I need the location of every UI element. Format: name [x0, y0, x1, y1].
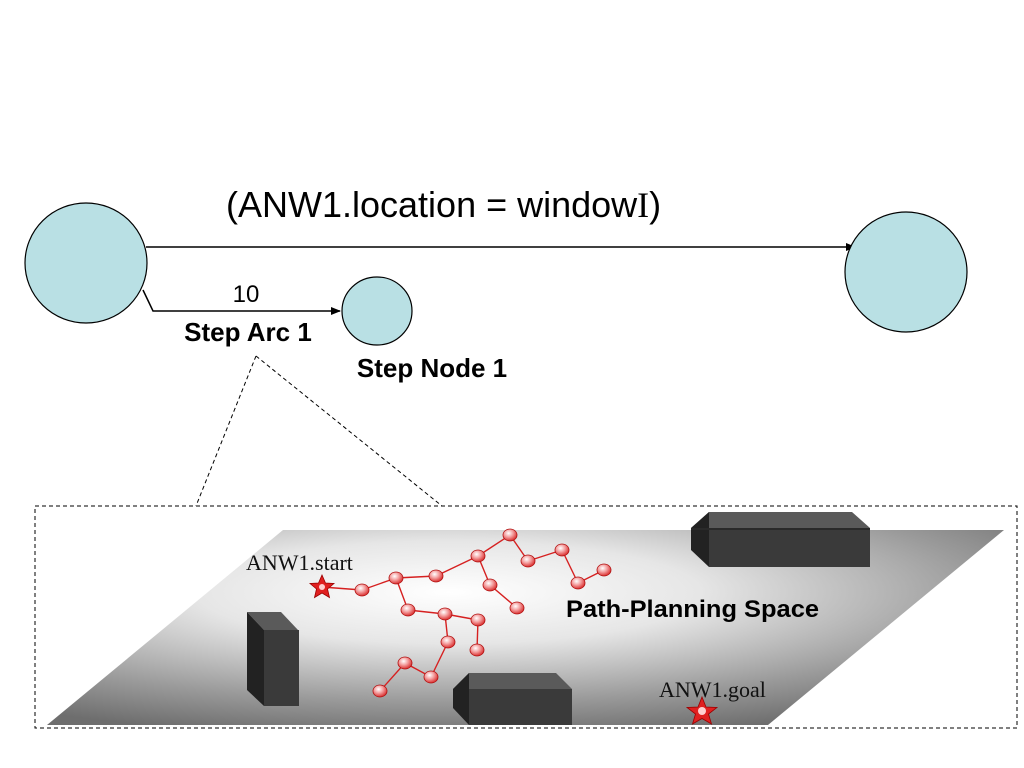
start-node: [24, 202, 148, 324]
tree-node: [372, 684, 388, 698]
tree-node: [509, 601, 525, 615]
tree-node: [596, 563, 612, 577]
tree-node: [470, 549, 486, 563]
goal-node: [844, 211, 968, 333]
tree-node: [502, 528, 518, 542]
goal-label: ANW1.goal: [659, 677, 766, 702]
step-node-label: Step Node 1: [357, 353, 507, 383]
tree-node: [437, 607, 453, 621]
tree-node: [423, 670, 439, 684]
step-node: [341, 276, 413, 346]
tree-node: [554, 543, 570, 557]
tree-node: [400, 603, 416, 617]
zoom-frame: [34, 505, 1018, 729]
tree-node: [388, 571, 404, 585]
tree-node: [482, 578, 498, 592]
obstacle-left: [247, 612, 299, 706]
space-label: Path-Planning Space: [566, 596, 819, 623]
tree-node: [520, 554, 536, 568]
tree-node: [469, 643, 485, 657]
tree-node: [470, 613, 486, 627]
obstacle-top-right: [691, 512, 870, 567]
tree-node: [397, 656, 413, 670]
goal-star-icon: [685, 695, 719, 725]
tree-node: [354, 583, 370, 597]
search-tree-nodes: [354, 528, 612, 698]
step-arc: [142, 289, 341, 315]
condition-label: (ANW1.location = windowI): [226, 184, 661, 225]
tree-node: [428, 569, 444, 583]
tree-node: [440, 635, 456, 649]
start-star-icon: [308, 574, 336, 599]
start-label: ANW1.start: [246, 550, 353, 575]
callout-line-right: [255, 355, 443, 507]
tree-node: [570, 576, 586, 590]
arc-cost: 10: [233, 281, 260, 308]
obstacle-bottom-center: [453, 673, 572, 725]
step-arc-label: Step Arc 1: [184, 317, 312, 347]
callout-line-left: [195, 355, 257, 507]
